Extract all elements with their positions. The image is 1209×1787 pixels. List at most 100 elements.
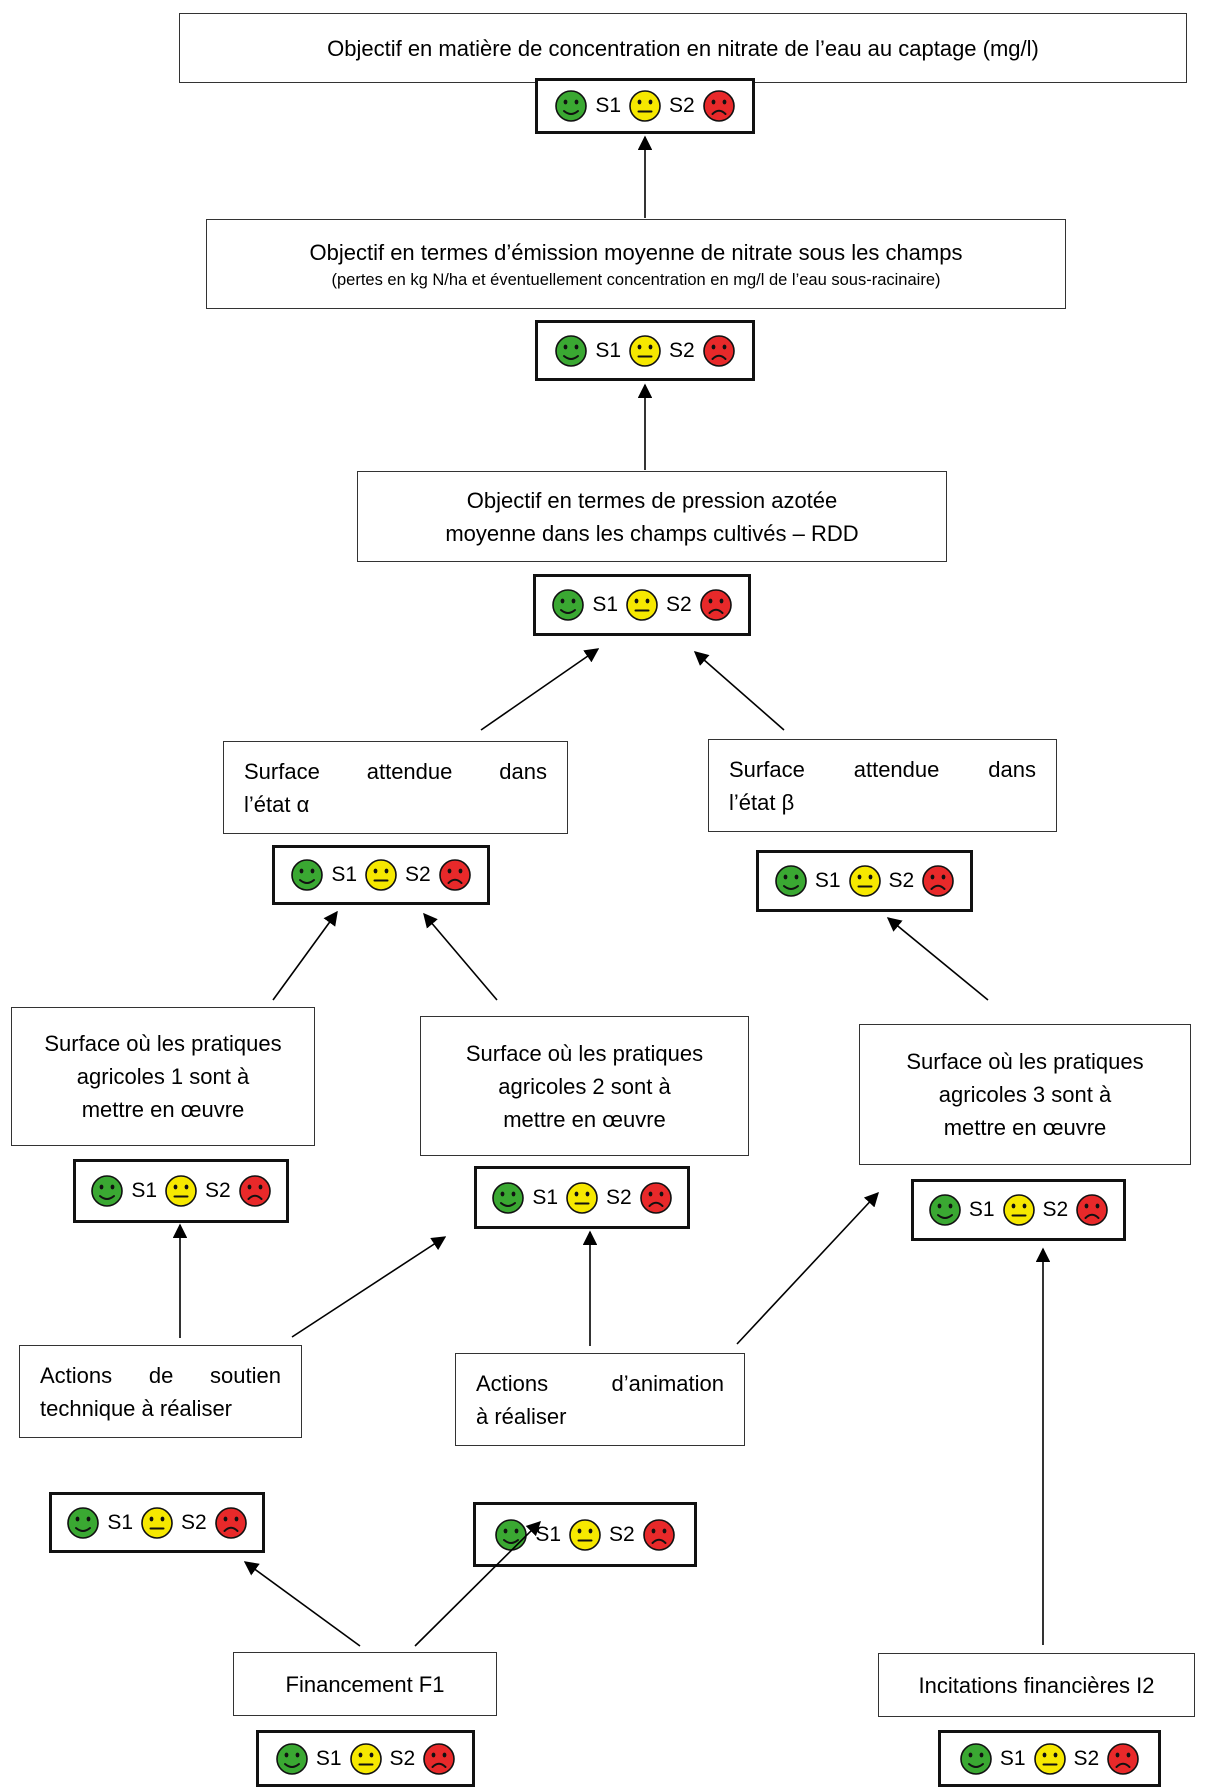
arrow-pratiques1-to-alpha (272, 910, 338, 1001)
node-text: à réaliser (476, 1403, 567, 1429)
s2-label: S2 (669, 94, 695, 117)
arrow-beta-to-pression (693, 651, 785, 731)
node-animation: Actions d’animation à réaliser (455, 1353, 745, 1446)
node-pratiques-1: Surface où les pratiques agricoles 1 son… (11, 1007, 315, 1146)
node-soutien: Actions de soutien technique à réaliser (19, 1345, 302, 1438)
happy-face-icon (774, 864, 808, 898)
status-soutien: S1 S2 (49, 1492, 265, 1553)
node-surface-beta: Surface attendue dans l’état β (708, 739, 1057, 832)
status-emission: S1 S2 (535, 320, 755, 381)
node-financement: Financement F1 (233, 1652, 497, 1716)
status-pratiques-1: S1 S2 (73, 1159, 289, 1223)
neutral-face-icon (848, 864, 882, 898)
sad-face-icon (1106, 1742, 1140, 1776)
neutral-face-icon (628, 89, 662, 123)
status-pression: S1 S2 (533, 574, 751, 636)
arrow-financement-to-animation (414, 1520, 542, 1647)
node-text: l’état β (729, 789, 795, 815)
status-surface-beta: S1 S2 (756, 850, 973, 912)
happy-face-icon (290, 858, 324, 892)
node-text: mettre en œuvre (81, 1097, 245, 1122)
neutral-face-icon (164, 1174, 198, 1208)
neutral-face-icon (565, 1181, 599, 1215)
neutral-face-icon (140, 1506, 174, 1540)
s2-label: S2 (888, 869, 915, 892)
neutral-face-icon (1033, 1742, 1067, 1776)
node-text: Surface où les pratiques (465, 1040, 704, 1066)
happy-face-icon (554, 334, 588, 368)
node-incitations: Incitations financières I2 (878, 1653, 1195, 1717)
node-text: agricoles 3 sont à (938, 1082, 1112, 1107)
sad-face-icon (702, 89, 736, 123)
arrow-pratiques3-to-beta (886, 917, 989, 1001)
node-text: mettre en œuvre (943, 1115, 1107, 1140)
sad-face-icon (422, 1742, 456, 1776)
node-text: agricoles 1 sont à (76, 1064, 250, 1089)
node-surface-alpha: Surface attendue dans l’état α (223, 741, 568, 834)
s2-label: S2 (1042, 1198, 1069, 1221)
s1-label: S1 (131, 1179, 157, 1202)
s2-label: S2 (405, 863, 431, 886)
node-text: Incitations financières I2 (918, 1672, 1155, 1698)
node-subtext: (pertes en kg N/ha et éventuellement con… (331, 270, 941, 289)
s2-label: S2 (609, 1522, 635, 1546)
s1-label: S1 (592, 593, 618, 616)
s2-label: S2 (389, 1746, 416, 1770)
sad-face-icon (1075, 1193, 1109, 1227)
s1-label: S1 (107, 1510, 133, 1534)
node-text: l’état α (244, 791, 310, 817)
node-text: Surface où les pratiques (44, 1031, 282, 1056)
node-emission: Objectif en termes d’émission moyenne de… (206, 219, 1066, 309)
neutral-face-icon (628, 334, 662, 368)
sad-face-icon (238, 1174, 272, 1208)
sad-face-icon (642, 1518, 676, 1552)
node-text: Surface attendue dans (729, 756, 1036, 782)
s2-label: S2 (666, 593, 692, 616)
sad-face-icon (214, 1506, 248, 1540)
node-text: Actions d’animation (476, 1370, 724, 1396)
node-text: Surface attendue dans (244, 758, 547, 784)
node-text: Objectif en termes de pression azotée (466, 487, 838, 513)
arrow-animation-to-pratiques3 (736, 1191, 879, 1345)
status-financement: S1 S2 (256, 1730, 475, 1787)
sad-face-icon (438, 858, 472, 892)
s2-label: S2 (669, 338, 695, 362)
node-text: agricoles 2 sont à (498, 1073, 671, 1099)
happy-face-icon (928, 1193, 962, 1227)
s2-label: S2 (1073, 1746, 1100, 1770)
node-text: Objectif en matière de concentration en … (327, 35, 1039, 61)
s1-label: S1 (331, 863, 357, 886)
node-text: Financement F1 (285, 1671, 445, 1697)
s1-label: S1 (595, 94, 621, 117)
node-text: Surface où les pratiques (906, 1049, 1144, 1074)
arrow-soutien-to-pratiques2 (291, 1236, 447, 1338)
sad-face-icon (639, 1181, 673, 1215)
happy-face-icon (491, 1181, 525, 1215)
neutral-face-icon (568, 1518, 602, 1552)
sad-face-icon (699, 588, 733, 622)
happy-face-icon (90, 1174, 124, 1208)
happy-face-icon (959, 1742, 993, 1776)
arrow-pratiques2-to-alpha (423, 912, 498, 1001)
s1-label: S1 (315, 1746, 342, 1770)
sad-face-icon (921, 864, 955, 898)
node-pratiques-2: Surface où les pratiques agricoles 2 son… (420, 1016, 749, 1156)
s1-label: S1 (968, 1198, 995, 1221)
status-pratiques-3: S1 S2 (911, 1179, 1126, 1241)
s1-label: S1 (595, 338, 621, 362)
s1-label: S1 (814, 869, 841, 892)
neutral-face-icon (364, 858, 398, 892)
s2-label: S2 (205, 1179, 231, 1202)
happy-face-icon (551, 588, 585, 622)
s2-label: S2 (181, 1510, 207, 1534)
node-text: technique à réaliser (40, 1395, 233, 1421)
neutral-face-icon (1002, 1193, 1036, 1227)
node-pression: Objectif en termes de pression azotée mo… (357, 471, 947, 562)
s2-label: S2 (606, 1185, 632, 1209)
node-text: moyenne dans les champs cultivés – RDD (445, 520, 859, 546)
node-captage: Objectif en matière de concentration en … (179, 13, 1187, 83)
arrow-financement-to-soutien (243, 1561, 361, 1647)
